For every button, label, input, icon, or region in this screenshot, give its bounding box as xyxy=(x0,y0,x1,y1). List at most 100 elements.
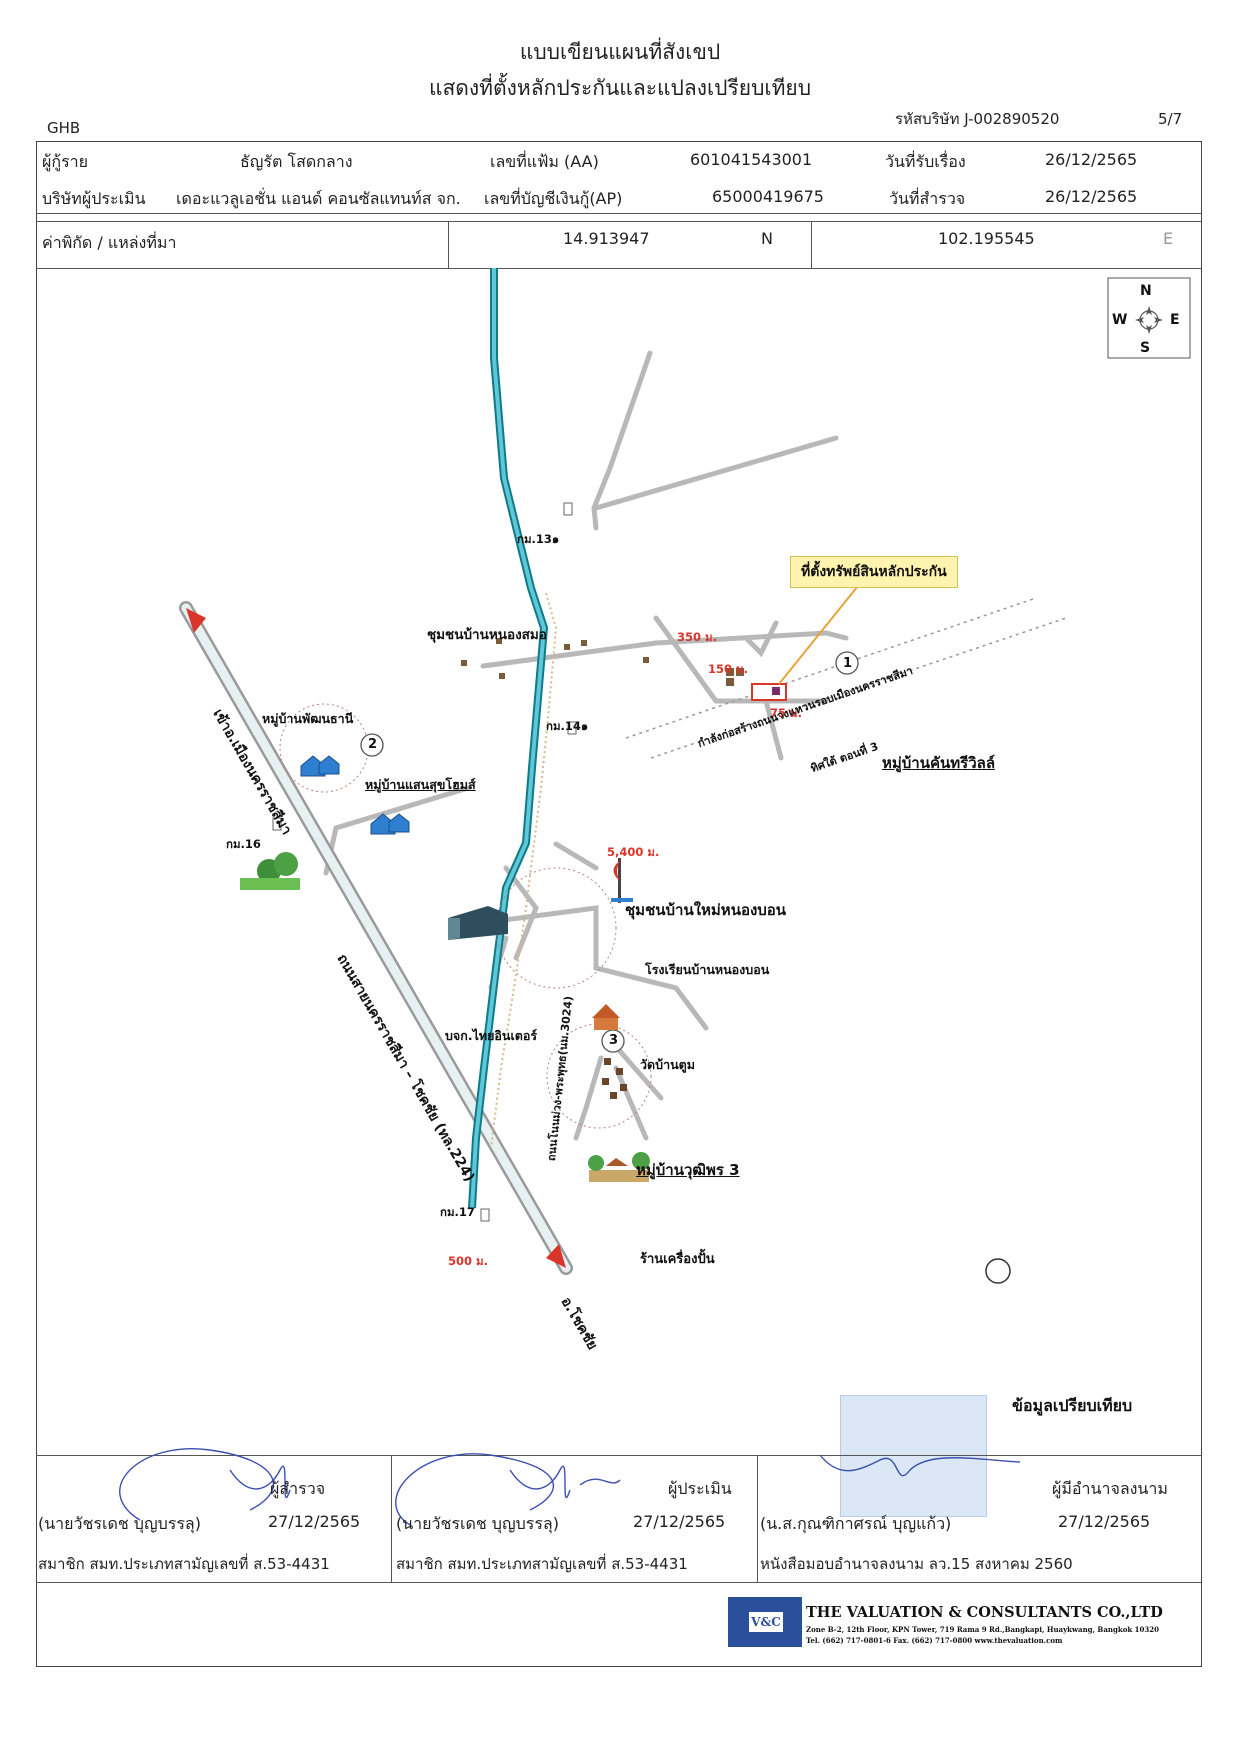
compass-w: W xyxy=(1112,312,1128,328)
stamp-icon xyxy=(840,1395,987,1517)
arrow-south-icon xyxy=(546,1244,566,1268)
label-km13: กม.13๑ xyxy=(517,532,560,546)
signature-col-divider-2 xyxy=(757,1455,758,1582)
label-dist-5400: 5,400 ม. xyxy=(607,845,660,859)
label-marker-3: 3 xyxy=(609,1033,619,1048)
nongbon-circle xyxy=(495,867,617,989)
surveyor-name: (นายวัชรเดช บุญบรรลุ) xyxy=(38,1514,201,1533)
appraiser-name: (นายวัชรเดช บุญบรรลุ) xyxy=(396,1514,559,1533)
km14-marker-icon xyxy=(567,721,577,735)
wuttiphon-circle xyxy=(546,1023,652,1129)
label-nongsamo: ชุมชนบ้านหนองสมอ xyxy=(427,627,547,643)
ring-road-line-1 xyxy=(625,597,1037,739)
appraiser-date: 27/12/2565 xyxy=(633,1512,726,1531)
company-logo-icon: V&C xyxy=(728,1597,802,1647)
label-dist-75: 75 ม. xyxy=(770,706,802,720)
file-no-label: เลขที่แฟ้ม (AA) xyxy=(490,152,599,171)
label-factory: บจก.ไทยอินเตอร์ xyxy=(445,1028,538,1043)
road-northeast xyxy=(593,435,839,511)
signer-date: 27/12/2565 xyxy=(1058,1512,1151,1531)
coord-label: ค่าพิกัด / แหล่งที่มา xyxy=(42,233,177,252)
file-no-value: 601041543001 xyxy=(690,150,813,169)
buildings xyxy=(461,638,744,686)
loan-account-label: เลขที่บัญชีเงินกู้(AP) xyxy=(484,189,623,208)
compass-icon xyxy=(1107,277,1191,359)
company-name: THE VALUATION & CONSULTANTS CO.,LTD xyxy=(806,1604,1163,1621)
form-frame xyxy=(36,141,1202,1667)
title-line-2: แสดงที่ตั้งหลักประกันและแปลงเปรียบเทียบ xyxy=(428,76,812,100)
info-divider-2 xyxy=(36,221,1202,222)
surveyor-role: ผู้สำรวจ xyxy=(270,1479,326,1498)
loan-account-value: 65000419675 xyxy=(712,187,824,206)
signer-note: หนังสือมอบอำนาจลงนาม ลว.15 สงหาคม 2560 xyxy=(760,1555,1073,1573)
received-value: 26/12/2565 xyxy=(1045,150,1138,169)
coord-col-divider xyxy=(448,221,449,268)
company-code: รหัสบริษัท J-002890520 xyxy=(895,110,1060,128)
village-houses-icon xyxy=(300,755,410,835)
callout-pointer xyxy=(778,570,871,685)
temple-icon xyxy=(592,1004,620,1030)
coord-col-divider-2 xyxy=(811,221,812,268)
local-road-3024 xyxy=(490,592,558,1149)
label-nongbon-school: โรงเรียนบ้านหนองบอน xyxy=(645,962,770,977)
signatures-icon xyxy=(119,1448,1021,1526)
page-number: 5/7 xyxy=(1158,110,1183,128)
bank-code: GHB xyxy=(47,119,81,137)
label-pottery-shop: ร้านเครื่องปั้น xyxy=(640,1252,715,1267)
flag-icon xyxy=(611,858,633,903)
signer-name: (น.ส.กุณฑิกาศรณ์ บุญแก้ว) xyxy=(760,1514,952,1533)
label-village-kantree: หมู่บ้านคันทรีวิลล์ xyxy=(882,754,996,772)
company-address: Zone B-2, 12th Floor, KPN Tower, 719 Ram… xyxy=(806,1625,1160,1634)
km16-marker-icon xyxy=(272,817,282,831)
company-contact: Tel. (662) 717-0801-6 Fax. (662) 717-080… xyxy=(806,1636,1063,1645)
label-nongbon-community: ชุมชนบ้านใหม่หนองบอน xyxy=(625,901,787,919)
surveyor-member: สมาชิก สมท.ประเภทสามัญเลขที่ ส.53-4431 xyxy=(38,1555,330,1573)
longitude-dir: E xyxy=(1163,229,1174,248)
label-dist-350: 350 ม. xyxy=(677,630,717,644)
latitude: 14.913947 xyxy=(563,229,650,248)
label-dist-500: 500 ม. xyxy=(448,1254,488,1268)
marker-2-icon xyxy=(360,733,384,757)
signature-top-divider xyxy=(36,1455,1202,1456)
compass-n: N xyxy=(1140,283,1152,299)
longitude: 102.195545 xyxy=(938,229,1035,248)
factory-icon xyxy=(448,906,508,940)
latitude-dir: N xyxy=(761,229,773,248)
borrower-value: ธัญรัต โสดกลาง xyxy=(240,152,353,171)
signature-col-divider-1 xyxy=(391,1455,392,1582)
shop-icon xyxy=(588,1152,650,1182)
village-wuttiphon-icon xyxy=(602,1058,627,1099)
signature-bottom-divider xyxy=(36,1582,1202,1583)
comparable-legend-icon xyxy=(985,1258,1011,1284)
collateral-plot xyxy=(751,683,787,701)
received-label: วันที่รับเรื่อง xyxy=(885,152,966,171)
label-km17: กม.17 xyxy=(440,1205,475,1219)
appraiser-label: บริษัทผู้ประเมิน xyxy=(42,189,146,208)
label-marker-2: 2 xyxy=(368,737,378,752)
label-village-pattana: หมู่บ้านพัฒนธานี xyxy=(262,711,354,726)
highway-224 xyxy=(179,601,573,1275)
tree-icon xyxy=(240,852,300,890)
signer-role: ผู้มีอำนาจลงนาม xyxy=(1052,1479,1168,1498)
marker-1-icon xyxy=(835,651,859,675)
km13-marker-icon xyxy=(563,502,573,516)
label-km16: กม.16 xyxy=(226,837,261,851)
coord-divider xyxy=(36,268,1202,269)
ring-road-line-2 xyxy=(650,617,1067,759)
km17-marker-icon xyxy=(480,1208,490,1222)
label-village-wuttiphon: หมู่บ้านวุฒิพร 3 xyxy=(636,1161,740,1179)
compass-e: E xyxy=(1170,312,1180,328)
appraiser-company: เดอะแวลูเอชั่น แอนด์ คอนซัลแทนท์ส จก. xyxy=(176,189,461,208)
comparable-legend-label: ข้อมูลเปรียบเทียบ xyxy=(1012,1396,1133,1415)
location-map xyxy=(179,268,1191,1284)
compass-s: S xyxy=(1140,340,1151,356)
borrower-label: ผู้กู้ราย xyxy=(42,152,89,171)
surveyor-date: 27/12/2565 xyxy=(268,1512,361,1531)
survey-date-label: วันที่สำรวจ xyxy=(889,189,966,208)
road-nongbon xyxy=(478,905,709,1031)
company-logo-text: V&C xyxy=(748,1611,784,1633)
label-km14: กม.14๑ xyxy=(546,719,589,733)
collateral-callout: ที่ตั้งทรัพย์สินหลักประกัน xyxy=(790,556,958,588)
arrow-north-icon xyxy=(186,608,206,633)
survey-date-value: 26/12/2565 xyxy=(1045,187,1138,206)
